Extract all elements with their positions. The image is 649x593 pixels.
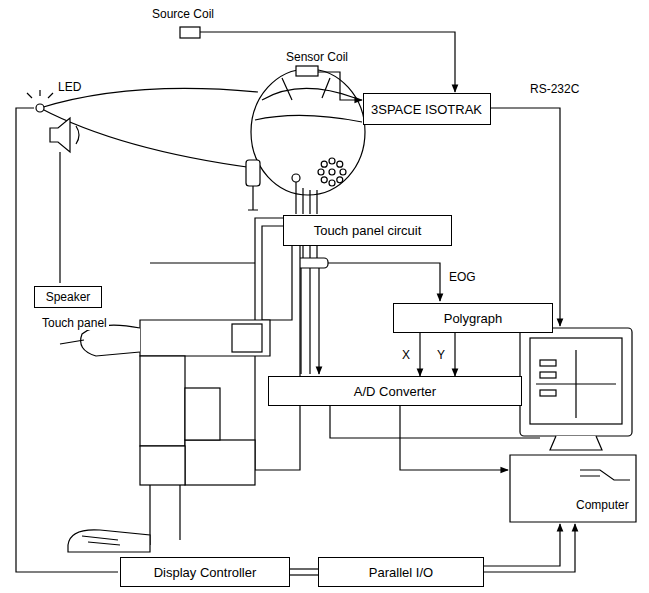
- rs232c-cable: [490, 108, 560, 326]
- wire: [330, 406, 540, 438]
- foot-pedal: [68, 530, 150, 552]
- screen-icon: [540, 360, 556, 366]
- part-name: Touch panel: [40, 316, 109, 330]
- signal-name: Y: [435, 348, 447, 362]
- knee: [140, 446, 185, 485]
- converter-box: A/D Converter: [268, 376, 522, 406]
- part-name: Source Coil: [150, 7, 216, 21]
- connector-line: [290, 568, 318, 569]
- head: [251, 69, 365, 195]
- computer-case: [510, 455, 636, 522]
- controller-box: Display Controller: [120, 557, 290, 587]
- source-coil: [180, 27, 200, 38]
- connector-line: [419, 333, 420, 376]
- signal-name: RS-232C: [528, 82, 581, 96]
- seat: [185, 440, 255, 485]
- speaker: [50, 118, 70, 152]
- interface-box: Parallel I/O: [318, 557, 484, 587]
- box-text: Touch panel circuit: [314, 223, 422, 238]
- part-name: Sensor Coil: [284, 50, 350, 64]
- eog-wire: [328, 263, 440, 301]
- connector: [290, 569, 318, 575]
- box-text: Speaker: [46, 290, 91, 304]
- tracker-box: 3SPACE ISOTRAK: [363, 93, 491, 125]
- wire: [484, 524, 560, 566]
- connector-line: [454, 333, 455, 376]
- box-text: Parallel I/O: [369, 565, 433, 580]
- speaker-box: Speaker: [34, 286, 102, 308]
- wire: [16, 108, 118, 572]
- sensor-coil: [296, 66, 318, 76]
- seat-side: [185, 388, 220, 440]
- dot-array: [318, 158, 346, 186]
- lower-leg: [150, 485, 180, 545]
- leg: [140, 356, 185, 446]
- pedal-grip: [82, 536, 120, 545]
- screen: [530, 338, 622, 424]
- arm: [140, 320, 270, 356]
- connector: [455, 333, 456, 376]
- part-name: Computer: [574, 498, 631, 512]
- box-text: Polygraph: [444, 311, 503, 326]
- helmet-line: [262, 88, 355, 100]
- eog-electrode: [292, 174, 300, 182]
- wire-bundle: [296, 182, 317, 214]
- part-name: LED: [56, 80, 83, 94]
- wire: [484, 524, 575, 572]
- monitor: [520, 328, 632, 436]
- wire: [318, 72, 362, 100]
- elbow: [232, 324, 262, 352]
- visor-frame: [40, 88, 258, 168]
- speaker-wave: [76, 126, 79, 144]
- connector-line: [290, 574, 318, 575]
- signal-name: X: [400, 348, 412, 362]
- touch-pen: [60, 340, 84, 344]
- led-rays: [27, 90, 53, 98]
- connector: [420, 333, 421, 376]
- screen-icon: [540, 372, 556, 378]
- screen-icon: [540, 390, 556, 396]
- led: [36, 104, 44, 112]
- device-box: Polygraph: [393, 303, 553, 333]
- earphone: [246, 160, 260, 186]
- monitor-stand: [550, 436, 602, 450]
- screen-crosshair: [536, 350, 616, 418]
- box-text: 3SPACE ISOTRAK: [371, 102, 482, 117]
- box-text: Display Controller: [154, 565, 257, 580]
- circuit-box: Touch panel circuit: [283, 215, 452, 246]
- drive-slot: [580, 470, 630, 480]
- signal-name: EOG: [447, 270, 478, 284]
- earphone-cord: [248, 186, 258, 210]
- helmet-line: [282, 78, 330, 100]
- helmet-line: [255, 115, 362, 122]
- box-text: A/D Converter: [354, 384, 436, 399]
- wire: [59, 152, 60, 283]
